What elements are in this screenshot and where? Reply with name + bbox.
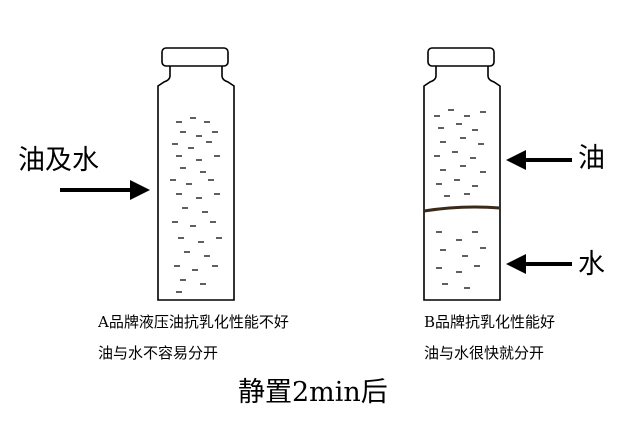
- oil-water-interface: [423, 205, 501, 213]
- water-label: 水: [578, 249, 605, 280]
- right-vial-oil-dashes: [434, 109, 486, 197]
- left-arrow: [60, 180, 150, 200]
- left-vial-dashes: [170, 117, 222, 293]
- left-vial-cap: [161, 47, 229, 67]
- diagram-title: 静置2min后: [238, 377, 388, 408]
- left-vial-neck: [157, 66, 235, 301]
- left-arrow-label: 油及水: [18, 145, 99, 176]
- left-vial: [157, 47, 235, 301]
- left-caption-line2: 油与水不容易分开: [98, 344, 219, 362]
- right-caption-line2: 油与水很快就分开: [424, 344, 545, 362]
- right-vial-neck: [423, 66, 501, 301]
- right-vial-cap: [427, 47, 495, 67]
- right-caption-line1: B品牌抗乳化性能好: [424, 313, 556, 331]
- left-caption-line1: A品牌液压油抗乳化性能不好: [98, 313, 289, 331]
- water-arrow: [506, 254, 572, 274]
- oil-label: 油: [578, 143, 605, 174]
- right-vial-water-dashes: [436, 231, 486, 289]
- oil-arrow: [506, 150, 572, 170]
- right-vial: [423, 47, 501, 301]
